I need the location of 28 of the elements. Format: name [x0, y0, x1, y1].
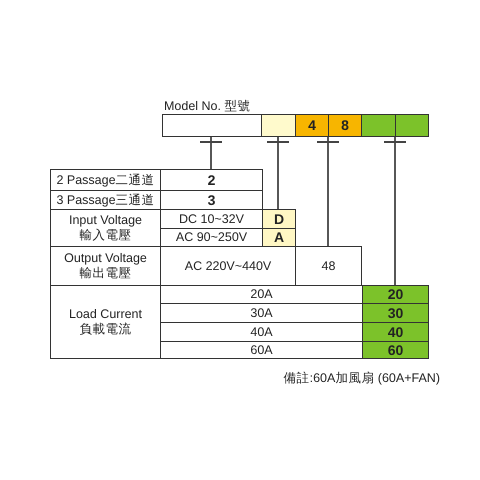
table-cell: A — [262, 228, 296, 247]
table-cell: 2 — [160, 169, 263, 191]
cell-text: 輸入電壓 — [80, 228, 132, 243]
title-label: Model No. 型號 — [164, 98, 250, 115]
code-box — [361, 114, 396, 137]
connector-line — [266, 137, 290, 209]
table-cell: D — [262, 209, 296, 229]
code-box — [162, 114, 262, 137]
cell-text: Input Voltage — [69, 213, 142, 228]
connector-line — [383, 137, 407, 285]
cell-text: 輸出電壓 — [80, 266, 132, 281]
cell-text: Load Current — [69, 307, 142, 322]
table-cell: 40 — [362, 322, 429, 342]
table-cell: 48 — [295, 246, 362, 286]
code-box — [261, 114, 296, 137]
connector-line — [199, 137, 223, 169]
note-text: 備註:60A加風扇 (60A+FAN) — [284, 370, 440, 387]
table-cell: 20 — [362, 285, 429, 304]
code-box: 8 — [328, 114, 362, 137]
table-cell: 60 — [362, 341, 429, 359]
code-box: 4 — [295, 114, 329, 137]
connector-line — [316, 137, 340, 246]
table-cell: 2 Passage二通道 — [50, 169, 161, 191]
table-cell: 30 — [362, 303, 429, 323]
cell-text: Output Voltage — [64, 251, 147, 266]
table-cell — [50, 285, 161, 359]
cell-text: 負載電流 — [80, 322, 132, 337]
code-box — [395, 114, 429, 137]
